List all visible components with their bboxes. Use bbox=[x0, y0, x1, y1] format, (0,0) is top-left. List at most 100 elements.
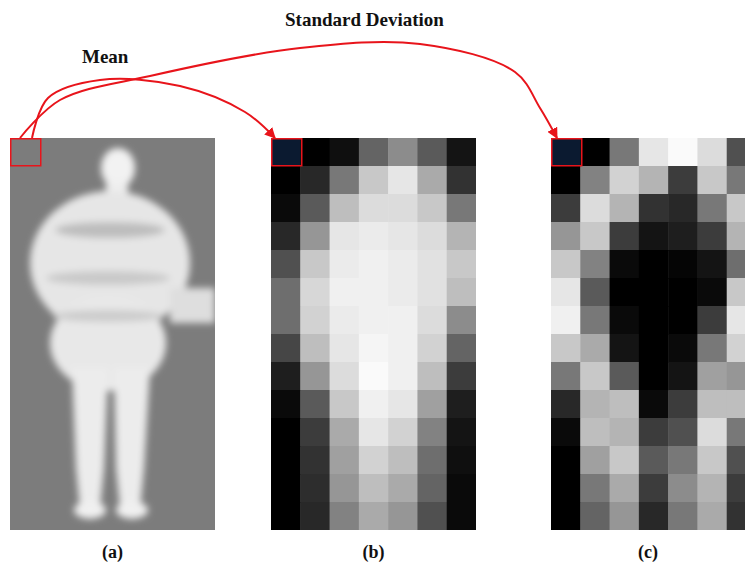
grid-cell bbox=[610, 306, 640, 335]
grid-cell bbox=[388, 250, 418, 279]
grid-cell bbox=[300, 166, 330, 195]
grid-cell bbox=[610, 222, 640, 251]
grid-cell bbox=[417, 390, 447, 419]
grid-cell bbox=[639, 138, 669, 167]
grid-cell bbox=[727, 446, 745, 475]
window-marker bbox=[552, 139, 582, 166]
grid-cell bbox=[359, 222, 389, 251]
grid-cell bbox=[697, 474, 727, 503]
grid-cell bbox=[610, 138, 640, 167]
grid-cell bbox=[697, 138, 727, 167]
grid-cell bbox=[330, 362, 360, 391]
grid-cell bbox=[727, 334, 745, 363]
grid-cell bbox=[359, 278, 389, 307]
curved-arrow bbox=[20, 42, 557, 138]
grid-cell bbox=[359, 166, 389, 195]
grid-cell bbox=[300, 222, 330, 251]
grid-cell bbox=[668, 138, 698, 167]
grid-cell bbox=[639, 334, 669, 363]
grid-cell bbox=[271, 166, 301, 195]
grid-cell bbox=[551, 166, 581, 195]
grid-cell bbox=[551, 138, 581, 167]
grid-cell bbox=[639, 194, 669, 223]
grid-cell bbox=[639, 362, 669, 391]
grid-cell bbox=[610, 278, 640, 307]
grid-cell bbox=[330, 502, 360, 530]
grid-cell bbox=[388, 474, 418, 503]
grid-cell bbox=[300, 446, 330, 475]
grid-cell bbox=[580, 194, 610, 223]
image-panel: (c) bbox=[551, 138, 745, 530]
grid-cell bbox=[447, 418, 476, 447]
grid-cell bbox=[447, 194, 476, 223]
grid-cell bbox=[417, 278, 447, 307]
grid-cell bbox=[580, 502, 610, 530]
grid-cell bbox=[417, 418, 447, 447]
grid-cell bbox=[388, 418, 418, 447]
grid-cell bbox=[580, 390, 610, 419]
grid-cell bbox=[639, 502, 669, 530]
grid-cell bbox=[300, 362, 330, 391]
grid-cell bbox=[697, 194, 727, 223]
grid-cell bbox=[447, 474, 476, 503]
grid-cell bbox=[639, 250, 669, 279]
grid-cell bbox=[447, 502, 476, 530]
grid-cell bbox=[697, 166, 727, 195]
panel-caption: (c) bbox=[551, 542, 745, 563]
grid-cell bbox=[580, 278, 610, 307]
grid-cell bbox=[610, 418, 640, 447]
grid-cell bbox=[697, 502, 727, 530]
grid-cell bbox=[359, 250, 389, 279]
grid-cell bbox=[271, 194, 301, 223]
grid-cell bbox=[610, 502, 640, 530]
grid-cell bbox=[359, 138, 389, 167]
grid-cell bbox=[551, 502, 581, 530]
grid-cell bbox=[639, 306, 669, 335]
mean-grid bbox=[271, 138, 476, 530]
window-marker bbox=[11, 139, 41, 166]
grid-cell bbox=[417, 334, 447, 363]
grid-cell bbox=[580, 138, 610, 167]
grid-cell bbox=[359, 334, 389, 363]
grid-cell bbox=[330, 250, 360, 279]
grid-cell bbox=[359, 390, 389, 419]
grid-cell bbox=[668, 502, 698, 530]
std-grid bbox=[551, 138, 745, 530]
grid-cell bbox=[668, 166, 698, 195]
grid-cell bbox=[330, 278, 360, 307]
grid-cell bbox=[727, 166, 745, 195]
grid-cell bbox=[447, 334, 476, 363]
grid-cell bbox=[417, 362, 447, 391]
grid-cell bbox=[388, 306, 418, 335]
grid-cell bbox=[697, 446, 727, 475]
grid-cell bbox=[639, 166, 669, 195]
grid-cell bbox=[330, 474, 360, 503]
grid-cell bbox=[610, 474, 640, 503]
grid-cell bbox=[388, 334, 418, 363]
grid-cell bbox=[580, 250, 610, 279]
grid-cell bbox=[388, 166, 418, 195]
grid-cell bbox=[271, 474, 301, 503]
grid-cell bbox=[610, 166, 640, 195]
grid-cell bbox=[330, 166, 360, 195]
grid-cell bbox=[271, 446, 301, 475]
grid-cell bbox=[447, 166, 476, 195]
grid-cell bbox=[447, 138, 476, 167]
grid-cell bbox=[610, 446, 640, 475]
grid-cell bbox=[727, 250, 745, 279]
grid-cell bbox=[300, 194, 330, 223]
grid-cell bbox=[697, 278, 727, 307]
image-panel: (b) bbox=[271, 138, 476, 530]
grid-cell bbox=[551, 334, 581, 363]
grid-cell bbox=[388, 194, 418, 223]
grid-cell bbox=[417, 166, 447, 195]
grid-cell bbox=[580, 446, 610, 475]
grid-cell bbox=[300, 334, 330, 363]
grid-cell bbox=[668, 446, 698, 475]
grid-cell bbox=[388, 502, 418, 530]
grid-cell bbox=[330, 418, 360, 447]
grid-cell bbox=[447, 278, 476, 307]
grid-cell bbox=[551, 362, 581, 391]
grid-cell bbox=[551, 306, 581, 335]
grid-cell bbox=[697, 362, 727, 391]
